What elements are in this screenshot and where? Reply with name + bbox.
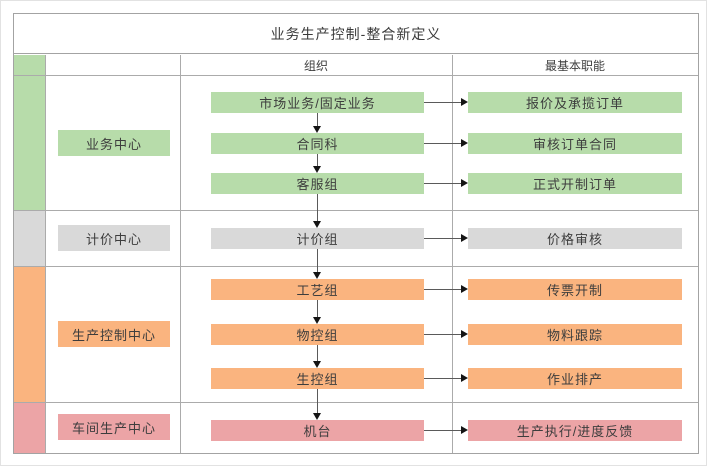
org-box-material-control: 物控组 (211, 324, 424, 345)
func-box-review-contract: 审核订单合同 (468, 133, 682, 154)
grid-line-label-right (180, 55, 181, 453)
flowchart-grid: 组织 最基本职能 业务中心 计价中心 生产控制中心 车间生产中心 市场业务/固定… (14, 55, 698, 453)
func-box-material-tracking: 物料跟踪 (468, 324, 682, 345)
org-box-production-control: 生控组 (211, 368, 424, 389)
org-box-process-group: 工艺组 (211, 279, 424, 300)
right-arrow-1 (424, 98, 468, 107)
func-box-ticket-creation: 传票开制 (468, 279, 682, 300)
grid-line-strip-right (45, 55, 46, 453)
column-header-org: 组织 (303, 58, 328, 73)
org-box-contract: 合同科 (211, 133, 424, 154)
down-arrow-6 (313, 345, 322, 368)
right-arrow-5 (424, 285, 468, 294)
right-arrow-6 (424, 330, 468, 339)
grid-line-org-right (452, 55, 453, 453)
org-box-customer-service: 客服组 (211, 173, 424, 194)
down-arrow-7 (313, 389, 322, 420)
func-box-quote-orders: 报价及承揽订单 (468, 92, 682, 113)
down-arrow-2 (313, 154, 322, 173)
down-arrow-4 (313, 249, 322, 279)
band-color-strip-header (14, 55, 45, 75)
grid-line-band2-bottom (14, 266, 698, 267)
func-box-open-orders: 正式开制订单 (468, 173, 682, 194)
page-title: 业务生产控制-整合新定义 (14, 14, 698, 54)
org-box-machine: 机台 (211, 420, 424, 441)
band-color-strip-workshop (14, 402, 45, 453)
right-arrow-8 (424, 426, 468, 435)
flowchart-table: 业务生产控制-整合新定义 组织 最基本职能 业务中心 计价中心 生产控制中心 车… (13, 13, 699, 454)
band-label-production: 生产控制中心 (58, 321, 170, 347)
func-box-price-review: 价格审核 (468, 228, 682, 249)
grid-line-band3-bottom (14, 402, 698, 403)
down-arrow-5 (313, 300, 322, 324)
org-box-pricing-group: 计价组 (211, 228, 424, 249)
org-box-market-business: 市场业务/固定业务 (211, 92, 424, 113)
func-box-production-feedback: 生产执行/进度反馈 (468, 420, 682, 441)
func-box-job-scheduling: 作业排产 (468, 368, 682, 389)
right-arrow-3 (424, 179, 468, 188)
right-arrow-4 (424, 234, 468, 243)
column-header-function: 最基本职能 (544, 58, 605, 73)
right-arrow-7 (424, 374, 468, 383)
right-arrow-2 (424, 139, 468, 148)
down-arrow-3 (313, 194, 322, 228)
band-label-business: 业务中心 (58, 130, 170, 156)
band-color-strip-pricing (14, 210, 45, 266)
band-label-workshop: 车间生产中心 (58, 414, 170, 440)
band-label-pricing: 计价中心 (58, 225, 170, 251)
band-color-strip-business (14, 75, 45, 210)
grid-line-header-bottom (14, 75, 698, 76)
down-arrow-1 (313, 113, 322, 133)
grid-line-band1-bottom (14, 210, 698, 211)
band-color-strip-production (14, 266, 45, 402)
